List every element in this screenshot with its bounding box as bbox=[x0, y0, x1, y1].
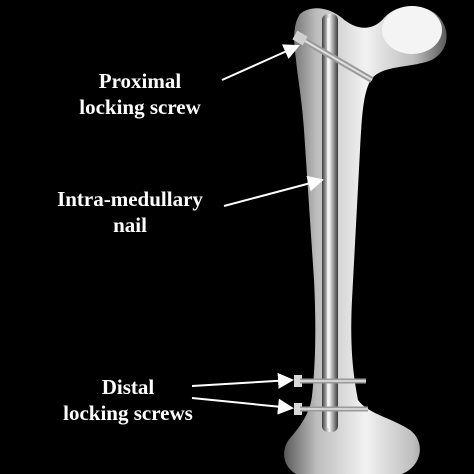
femoral-head bbox=[382, 6, 442, 54]
nail-label-line-1: Intra-medullary bbox=[57, 187, 203, 211]
intramedullary-nail-label: Intra-medullary nail bbox=[32, 186, 228, 238]
distal-locking-screw-1 bbox=[294, 375, 366, 387]
proximal-locking-screw bbox=[292, 30, 374, 83]
intramedullary-nail bbox=[322, 14, 338, 432]
proximal-label-line-1: Proximal bbox=[98, 69, 182, 93]
arrow-distal-2 bbox=[191, 397, 294, 415]
distal-locking-screws-label: Distal locking screws bbox=[44, 374, 212, 426]
arrow-distal-1 bbox=[191, 372, 294, 389]
nail-label-line-2: nail bbox=[113, 213, 147, 237]
proximal-label-line-2: locking screw bbox=[79, 95, 201, 119]
distal-locking-screw-2 bbox=[294, 403, 368, 415]
arrow-nail bbox=[223, 175, 324, 207]
proximal-locking-screw-label: Proximal locking screw bbox=[58, 68, 222, 120]
distal-label-line-1: Distal bbox=[101, 375, 155, 399]
distal-label-line-2: locking screws bbox=[63, 401, 193, 425]
arrow-proximal bbox=[221, 44, 300, 81]
